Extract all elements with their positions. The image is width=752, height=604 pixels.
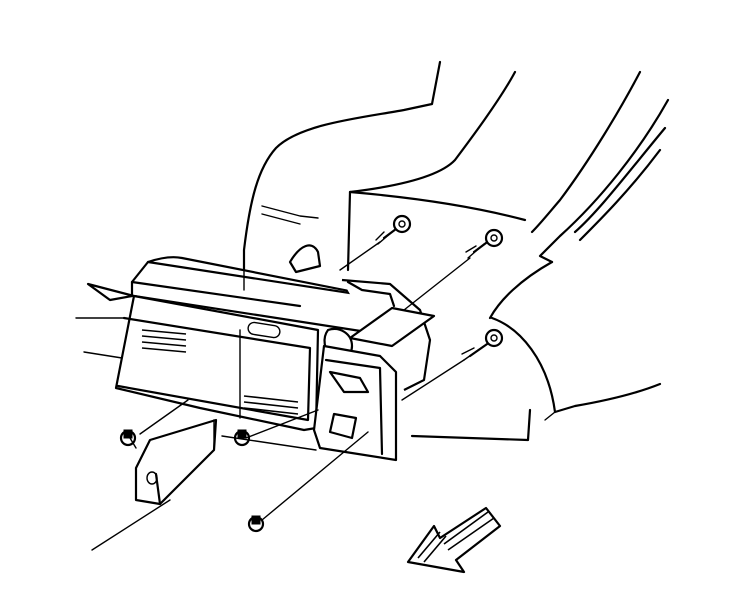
direction-arrow [406, 506, 502, 574]
mounting-bracket [134, 344, 398, 506]
lens-hatch-lower [243, 395, 299, 415]
headlamp-assembly [86, 244, 436, 432]
fender [410, 316, 662, 442]
nut-lower [247, 515, 265, 533]
lens-hatch-upper [141, 329, 187, 353]
bolt-upper-right [465, 228, 504, 259]
bolt-right [461, 328, 504, 361]
body-panel [242, 60, 670, 320]
leader-lines [75, 241, 471, 551]
bolt-upper-left [375, 214, 412, 245]
direction-arrow-hatch [417, 511, 495, 563]
